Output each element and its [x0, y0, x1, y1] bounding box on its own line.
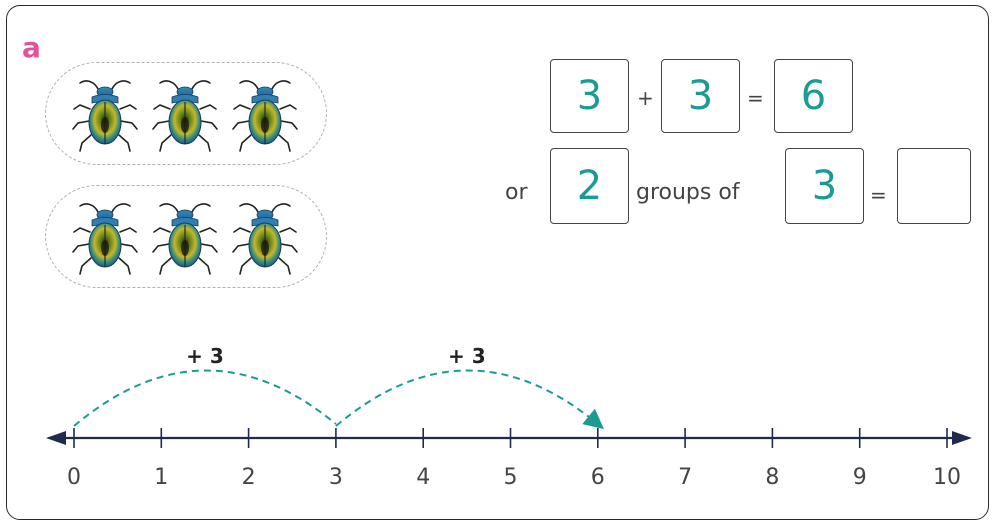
- right-arrowhead: [952, 431, 972, 445]
- jump-label: + 3: [448, 344, 486, 368]
- jump-arc: [74, 370, 336, 426]
- tick-label: 1: [154, 465, 168, 490]
- left-arrowhead: [46, 431, 66, 445]
- jump-label: + 3: [186, 344, 224, 368]
- jump-arc: [336, 370, 598, 426]
- tick-label: 10: [933, 465, 961, 490]
- tick-label: 8: [765, 465, 779, 490]
- tick-label: 7: [678, 465, 692, 490]
- tick-label: 2: [242, 465, 256, 490]
- tick-label: 6: [591, 465, 605, 490]
- tick-label: 3: [329, 465, 343, 490]
- tick-label: 0: [67, 465, 81, 490]
- tick-label: 9: [853, 465, 867, 490]
- tick-label: 4: [416, 465, 430, 490]
- tick-label: 5: [504, 465, 518, 490]
